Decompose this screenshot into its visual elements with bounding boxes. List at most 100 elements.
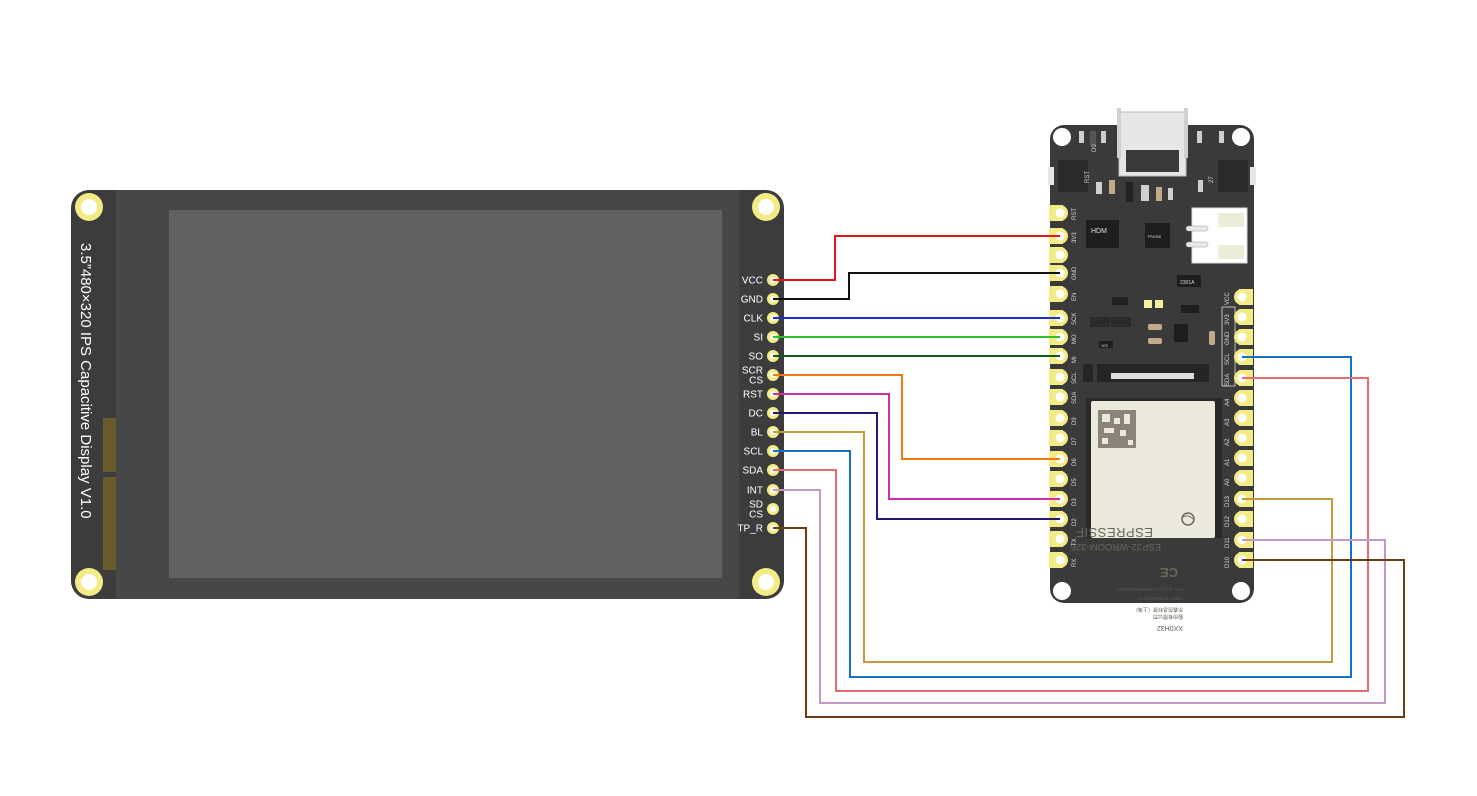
display-pin-tp-r[interactable]: TP_R [737, 522, 779, 535]
led-label: D9 [1092, 144, 1098, 152]
pin-hole [1237, 312, 1247, 322]
pin-hole [1237, 413, 1247, 423]
display-module: 3.5”480×320 IPS Capacitive Display V1.0 … [71, 190, 784, 599]
mounting-hole-top-right [752, 193, 780, 221]
wire-sda-to-sda [773, 377, 1369, 692]
esp32-right-pin-a0[interactable]: A0 [1225, 470, 1253, 486]
display-pin-label: CS [749, 510, 763, 521]
esp32-right-pin-gnd[interactable]: GND [1225, 329, 1253, 345]
wire-scr-cs-to-d6 [773, 374, 1060, 460]
wire-dc-to-d2 [773, 412, 1060, 520]
display-pin-label: SD [749, 500, 763, 511]
esp32-pin-label: D10 [1225, 556, 1231, 568]
display-pin-label: GND [741, 295, 763, 306]
esp32-hole-bottom-left [1053, 582, 1071, 600]
boot-button-label: 27 [1209, 176, 1215, 183]
charger-chip-label: TP4056 [1147, 234, 1162, 239]
esp32-pin-label: 3V3 [1072, 232, 1078, 243]
esp32-pin-label: A3 [1225, 418, 1231, 426]
display-pin-label: VCC [742, 276, 763, 287]
esp32-pin-label: SCK [1072, 313, 1078, 325]
pin-hole [1055, 289, 1065, 299]
esp32-right-pin-3v3[interactable]: 3V3 [1225, 309, 1253, 325]
ldo-regulator: 2301A [1177, 275, 1201, 287]
display-pin-label: SCR [742, 366, 763, 377]
esp32-board: RST 27 D9 HDM TP4056 [1048, 108, 1256, 631]
esp32-pin-label: MI [1072, 356, 1078, 363]
esp32-right-pin-a1[interactable]: A1 [1225, 450, 1253, 466]
transistor [1112, 297, 1128, 305]
pin-hole [1055, 208, 1065, 218]
esp32-pin-label: GND [1225, 331, 1231, 345]
wires [773, 235, 1405, 718]
boot-button[interactable]: 27 [1209, 160, 1256, 192]
esp32-left-pin-en[interactable]: EN [1049, 286, 1078, 302]
pin-hole [1055, 372, 1065, 382]
resistor [1219, 131, 1224, 143]
leds [1144, 300, 1152, 308]
display-pin-label: SO [749, 352, 764, 363]
esp32-left-pin-tx[interactable]: TX [1049, 531, 1078, 547]
leds [1155, 300, 1163, 308]
esp32-pin-label: A1 [1225, 458, 1231, 466]
esp32-left-pin-d5[interactable]: D5 [1049, 471, 1078, 487]
wire-int-to-d11 [773, 489, 1386, 704]
esp32-pin-label: D12 [1225, 515, 1231, 527]
ce-mark: CE [1160, 565, 1178, 580]
esp32-pin-label: D7 [1072, 437, 1078, 445]
resistor [1197, 131, 1202, 143]
usb-c-connector [1117, 108, 1188, 177]
esp32-left-pin-rst[interactable]: RST [1049, 205, 1078, 221]
esp32-right-pin-a2[interactable]: A2 [1225, 430, 1253, 446]
esp32-pin-label: 3V3 [1225, 314, 1231, 325]
reset-button[interactable]: RST [1048, 160, 1091, 192]
module-name: ESP32-WROOM-32E [1070, 541, 1161, 552]
diode [1181, 305, 1199, 313]
display-pin-label: SI [754, 333, 763, 344]
pin-hole [1237, 514, 1247, 524]
espressif-logo-icon [1181, 512, 1195, 526]
module-company: 乐鑫信息科技（上海） [1133, 606, 1183, 613]
capacitor [1148, 338, 1162, 344]
esp32-right-pin-vcc[interactable]: VCC [1225, 289, 1253, 305]
esp32-pin-label: RX [1072, 559, 1078, 567]
display-pin-label: SDA [742, 466, 763, 477]
display-pin-label: INT [747, 486, 763, 497]
display-pin-label: DC [749, 409, 763, 420]
charger-chip: TP4056 [1145, 223, 1170, 248]
display-board-label: 3.5”480×320 IPS Capacitive Display V1.0 [77, 243, 94, 519]
esp32-right-pin-a4[interactable]: A4 [1225, 390, 1253, 406]
resistor-103 [1099, 341, 1113, 348]
esp32-left-pin-d9[interactable]: D9 [1049, 410, 1078, 426]
fpc-connector-top [103, 418, 116, 472]
module-cmiit: CMIIT ID:2020DP2713 [1137, 596, 1183, 601]
pin-hole [1237, 292, 1247, 302]
mounting-hole-top-left [75, 193, 103, 221]
fpc-socket [1083, 364, 1209, 382]
esp32-hole-bottom-right [1232, 582, 1250, 600]
battery-connector[interactable] [1185, 207, 1248, 264]
wire-tp-r-to-d10 [773, 527, 1405, 718]
esp32-pin-label: RST [1072, 208, 1078, 220]
esp32-pin-label: A4 [1225, 398, 1231, 406]
esp32-left-pin-scl[interactable]: SCL [1049, 369, 1078, 385]
capacitor [1096, 182, 1102, 194]
esp32-right-pin-a3[interactable]: A3 [1225, 410, 1253, 426]
esp32-pin-label: VCC [1225, 292, 1231, 305]
esp32-left-pin-nc[interactable] [1049, 247, 1068, 263]
esp32-left-pin-rx[interactable]: RX [1049, 552, 1078, 568]
esp32-left-pin-sda[interactable]: SDA [1049, 389, 1078, 405]
fpc-connector-bottom [103, 477, 116, 570]
capacitor [1156, 187, 1162, 201]
resistor [1079, 131, 1084, 143]
display-pin-label: RST [743, 390, 763, 401]
esp32-left-pin-d7[interactable]: D7 [1049, 430, 1078, 446]
esp32-wroom-module: ESPRESSIF ESP32-WROOM-32E FCC ID:2AC7Z-E… [1070, 398, 1222, 631]
resistor-103-label: 103 [1101, 343, 1108, 348]
pin-hole [1055, 534, 1065, 544]
resistor [1198, 180, 1203, 192]
mounting-hole-bottom-left [75, 568, 103, 596]
esp32-right-pin-d12[interactable]: D12 [1225, 511, 1253, 527]
